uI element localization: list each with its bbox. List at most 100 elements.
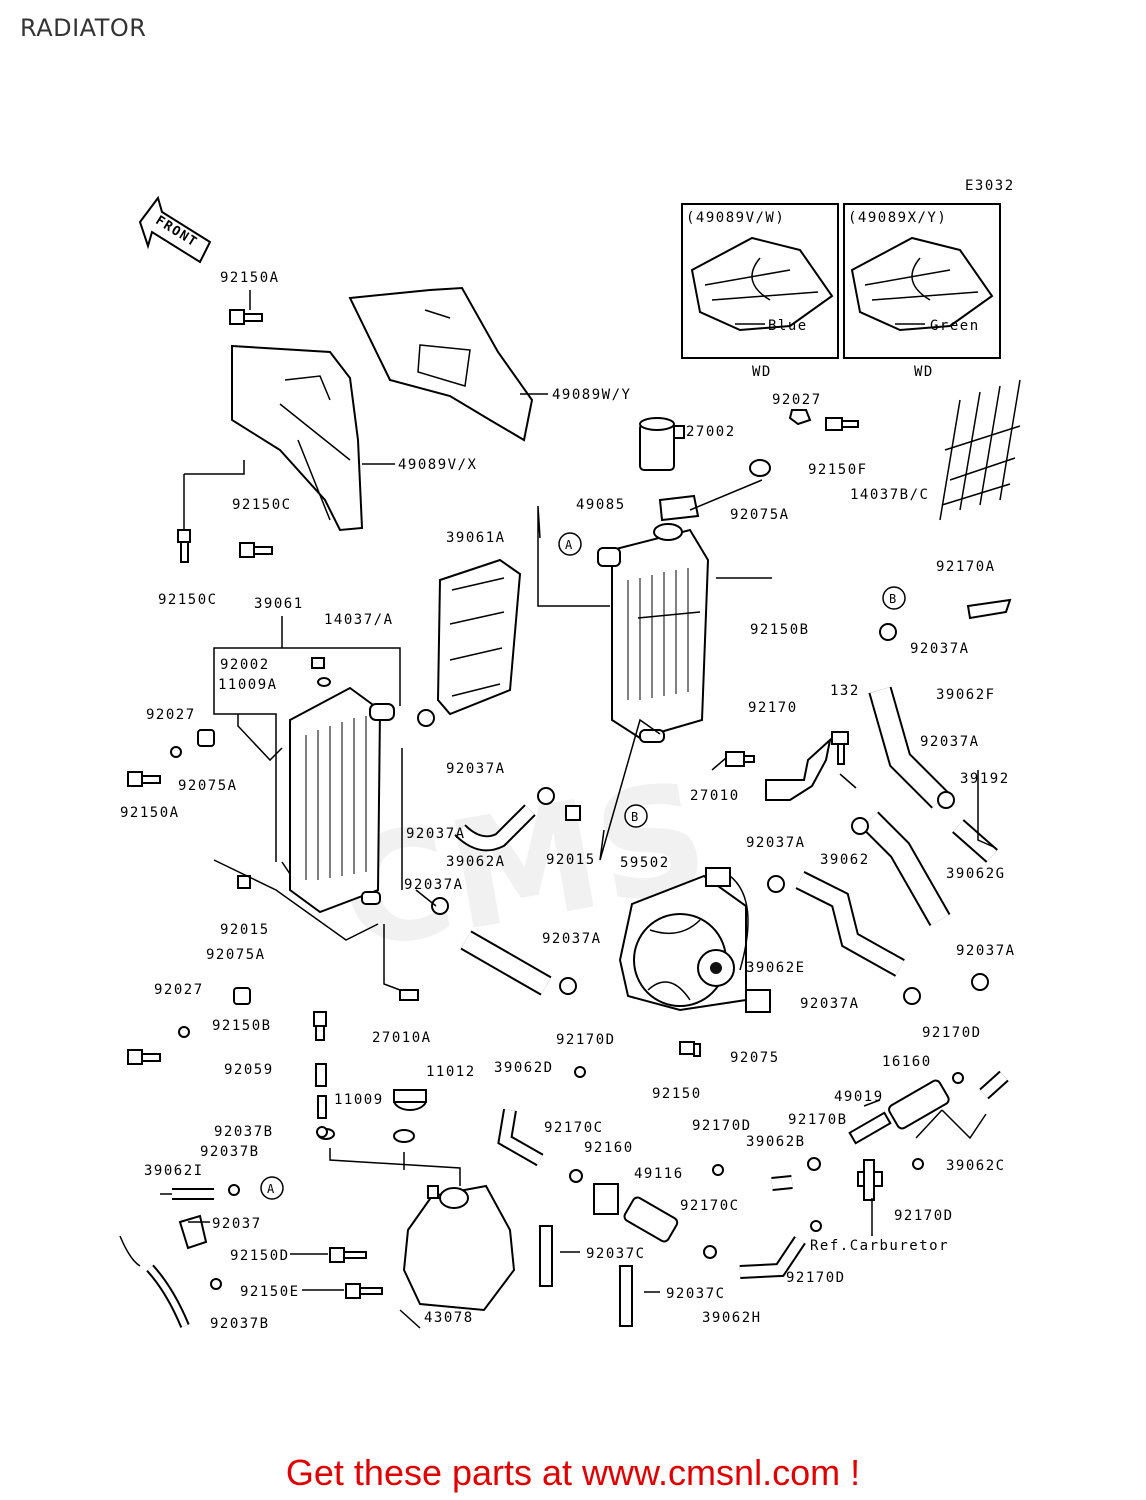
part-label: 92037B — [210, 1316, 270, 1332]
part-label: 14037/A — [324, 612, 394, 628]
part-label: 39062D — [494, 1060, 554, 1076]
ref-circle-a-top: A — [558, 532, 582, 556]
part-label: 92037A — [920, 734, 980, 750]
part-label: 92037A — [746, 835, 806, 851]
part-label: 92059 — [224, 1062, 274, 1078]
part-label: 92160 — [584, 1140, 634, 1156]
hoses — [146, 686, 1009, 1328]
part-label: 39062B — [746, 1134, 806, 1150]
part-label: 92170D — [922, 1025, 982, 1041]
guard-14037a — [436, 558, 522, 716]
part-label: 92170C — [544, 1120, 604, 1136]
bolt-92150c — [177, 529, 273, 563]
small-clamps — [178, 1041, 964, 1299]
part-label: 92170B — [788, 1112, 848, 1128]
part-label: 92015 — [220, 922, 270, 938]
part-label: 39062G — [946, 866, 1006, 882]
part-label: 27010 — [690, 788, 740, 804]
part-label: 39061 — [254, 596, 304, 612]
part-label: 92037A — [406, 826, 466, 842]
part-label: 39062E — [746, 960, 806, 976]
inset-right-code: WD — [914, 364, 934, 380]
fittings-left — [127, 657, 419, 1065]
part-label: 92170D — [692, 1118, 752, 1134]
part-label: 11012 — [426, 1064, 476, 1080]
inset-left: (49089V/W) Blue WD — [681, 203, 839, 380]
part-label: 92150A — [220, 270, 280, 286]
svg-text:A: A — [267, 1182, 276, 1196]
diagram-code: E3032 — [965, 178, 1015, 194]
part-label: 92170A — [936, 559, 996, 575]
part-label: 92170C — [680, 1198, 740, 1214]
cap-27002 — [639, 417, 685, 471]
shroud-upper — [348, 286, 548, 442]
inset-left-code: WD — [752, 364, 772, 380]
inset-left-title: (49089V/W) — [686, 210, 785, 226]
part-label: 92027 — [146, 707, 196, 723]
part-label: 92037A — [404, 877, 464, 893]
part-label: 92027 — [154, 982, 204, 998]
part-label: 43078 — [424, 1310, 474, 1326]
part-label: 92037 — [212, 1216, 262, 1232]
part-label: 92075A — [730, 507, 790, 523]
carburetor-parts — [539, 1079, 950, 1327]
page-title: RADIATOR — [20, 14, 147, 42]
part-label: 39061A — [446, 530, 506, 546]
part-label: 92037A — [800, 996, 860, 1012]
svg-text:B: B — [889, 592, 898, 606]
reservoir-43078 — [399, 1184, 516, 1329]
part-label: 39062I — [144, 1163, 204, 1179]
part-label: 92170 — [748, 700, 798, 716]
part-label: 11009A — [218, 677, 278, 693]
guard-14037bc — [939, 379, 1021, 521]
part-label: 92150 — [652, 1086, 702, 1102]
part-label: 92170D — [894, 1208, 954, 1224]
part-label: 39192 — [960, 771, 1010, 787]
part-label: 49085 — [576, 497, 626, 513]
part-label: 92037C — [586, 1246, 646, 1262]
part-label: 92037B — [200, 1144, 260, 1160]
part-label: 92150B — [750, 622, 810, 638]
washer-92027-top — [788, 409, 859, 431]
part-label: 92150C — [232, 497, 292, 513]
svg-text:A: A — [565, 538, 574, 552]
part-label: 59502 — [620, 855, 670, 871]
part-label: 49019 — [834, 1089, 884, 1105]
clip-92015 — [565, 805, 581, 821]
part-label: 16160 — [882, 1054, 932, 1070]
part-label: 27010A — [372, 1030, 432, 1046]
ref-circle-a-bottom: A — [260, 1176, 284, 1200]
part-label: 14037B/C — [850, 487, 929, 503]
bracket-92170 — [765, 731, 849, 801]
part-label: 92075A — [178, 778, 238, 794]
part-label: Ref.Carburetor — [810, 1238, 949, 1254]
bolt-92150a-top — [229, 309, 263, 325]
shroud-lower — [231, 344, 395, 532]
part-label: 39062H — [702, 1310, 762, 1326]
part-label: 92037B — [214, 1124, 274, 1140]
part-label: 92075A — [206, 947, 266, 963]
leader-lines — [119, 290, 997, 1293]
front-arrow: FRONT — [138, 195, 212, 264]
radiator-left — [289, 686, 395, 914]
part-label: 49089W/Y — [552, 387, 631, 403]
part-label: 92015 — [546, 852, 596, 868]
inset-right-title: (49089X/Y) — [848, 210, 947, 226]
part-label: 132 — [830, 683, 860, 699]
part-label: 39062 — [820, 852, 870, 868]
cap-11012 — [315, 1063, 427, 1143]
inset-right-color: Green — [930, 318, 980, 334]
ref-circle-b-mid: B — [624, 804, 648, 828]
part-label: 92150D — [230, 1248, 290, 1264]
part-label: 92150C — [158, 592, 218, 608]
inset-left-color: Blue — [768, 318, 808, 334]
rubber-49085 — [658, 459, 771, 522]
part-label: 92150E — [240, 1284, 300, 1300]
footer-promo-link[interactable]: Get these parts at www.cmsnl.com ! — [285, 1452, 861, 1493]
part-label: 39062C — [946, 1158, 1006, 1174]
part-label: 27002 — [686, 424, 736, 440]
part-label: 11009 — [334, 1092, 384, 1108]
part-label: 92150B — [212, 1018, 272, 1034]
svg-text:B: B — [631, 810, 640, 824]
